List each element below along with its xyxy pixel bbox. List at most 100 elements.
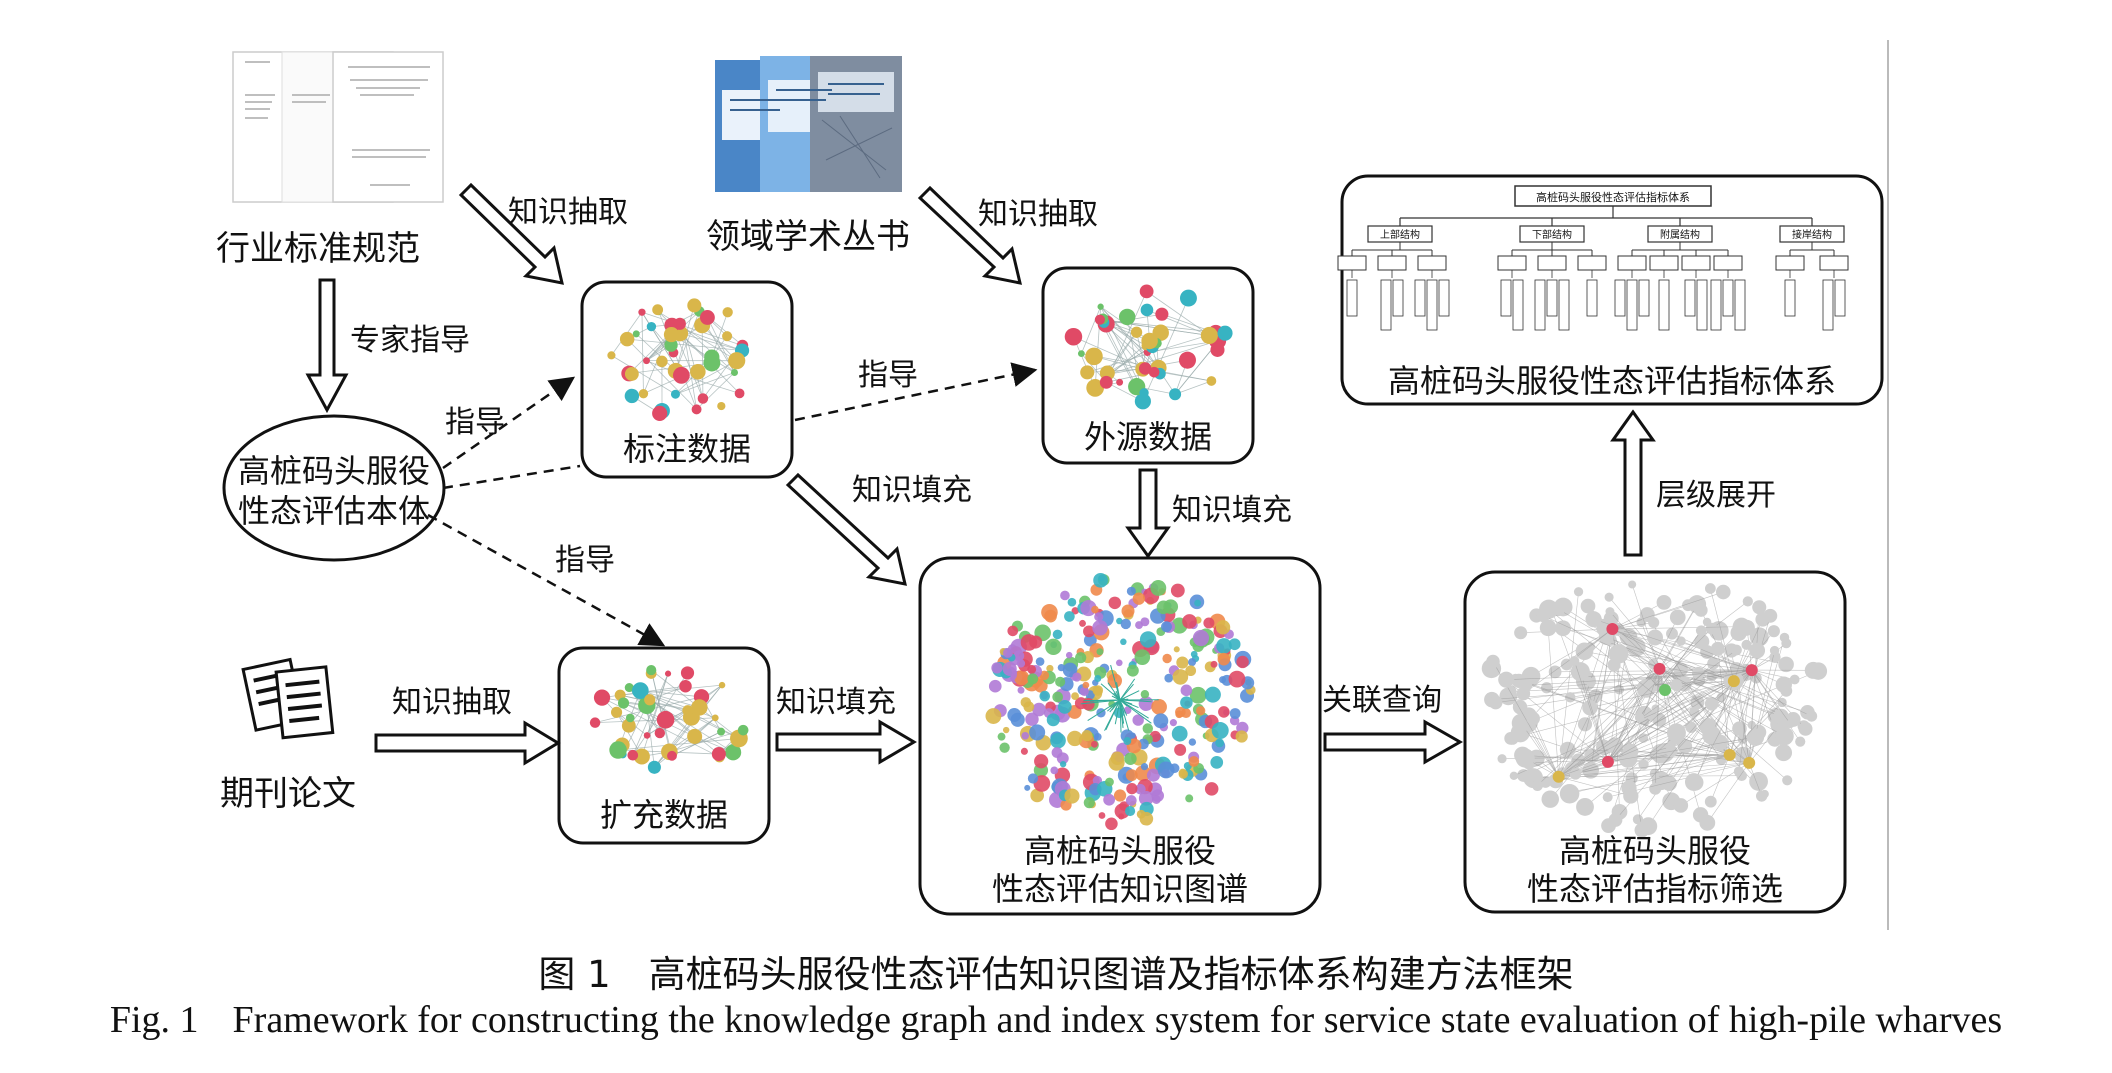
index-system-label: 高桩码头服役性态评估指标体系	[1388, 362, 1836, 400]
graph-node	[1215, 620, 1231, 635]
graph-node	[1217, 325, 1233, 341]
graph-node	[1151, 699, 1167, 715]
books-label: 领域学术丛书	[706, 217, 910, 257]
graph-node	[1071, 692, 1079, 701]
graph-node	[1059, 760, 1067, 768]
arrow-expanded-to-kg	[775, 719, 917, 765]
graph-node	[1605, 607, 1615, 617]
graph-node	[1795, 736, 1806, 747]
edge-expand-label: 层级展开	[1656, 478, 1776, 513]
graph-node	[1580, 598, 1596, 614]
index-screening-box: 高桩码头服役 性态评估指标筛选	[1463, 570, 1847, 914]
graph-node	[687, 728, 703, 744]
external-graph-image	[1064, 284, 1233, 410]
graph-node	[1743, 756, 1756, 769]
graph-node	[1136, 809, 1146, 819]
graph-node	[1164, 673, 1174, 683]
graph-node	[1653, 662, 1666, 675]
graph-node	[1622, 743, 1639, 760]
graph-node	[1559, 783, 1580, 804]
graph-node	[1536, 609, 1550, 623]
graph-node	[1034, 754, 1049, 769]
graph-node	[690, 364, 706, 380]
graph-node	[1188, 738, 1197, 746]
graph-node	[991, 662, 1003, 674]
graph-node	[1707, 657, 1720, 670]
graph-node	[1171, 725, 1188, 742]
graph-node	[711, 747, 726, 762]
graph-node	[682, 705, 694, 716]
graph-node	[1126, 783, 1138, 795]
graph-node	[1039, 670, 1050, 681]
caption-en-text: Framework for constructing the knowledge…	[232, 999, 2003, 1041]
ontology-line1: 高桩码头服役	[238, 452, 430, 490]
graph-node	[1175, 710, 1184, 719]
graph-node	[1065, 651, 1073, 659]
graph-node	[1051, 747, 1063, 758]
graph-node	[1050, 732, 1066, 749]
graph-node	[1094, 674, 1102, 683]
graph-node	[1780, 684, 1793, 697]
graph-node	[1741, 639, 1752, 650]
graph-node	[1229, 708, 1241, 719]
graph-node	[1138, 696, 1154, 711]
graph-node	[1204, 686, 1221, 703]
graph-node	[1210, 660, 1218, 668]
graph-node	[1081, 730, 1093, 742]
graph-node	[1003, 647, 1013, 658]
graph-node	[1172, 669, 1189, 685]
graph-node	[1093, 733, 1102, 741]
graph-node	[1118, 813, 1125, 820]
graph-node	[1046, 664, 1054, 673]
knowledge-graph-image	[985, 572, 1256, 831]
annotated-data-label: 标注数据	[623, 430, 751, 468]
graph-node	[985, 708, 1002, 724]
graph-node	[722, 307, 733, 318]
graph-node	[1520, 679, 1533, 692]
graph-node	[611, 706, 623, 718]
graph-node	[1123, 737, 1132, 746]
graph-node	[1153, 713, 1169, 729]
graph-node	[1002, 661, 1017, 676]
edge-query-label: 关联查询	[1322, 683, 1442, 718]
graph-node	[1027, 673, 1039, 685]
index-system-tree-image: 高桩码头服役性态评估指标体系上部结构下部结构附属结构接岸结构	[1337, 185, 1849, 331]
edge-fill2-label: 知识填充	[1172, 493, 1292, 528]
graph-node	[1548, 665, 1562, 679]
graph-node	[1110, 751, 1125, 765]
expanded-data-label: 扩充数据	[600, 796, 728, 834]
graph-node	[646, 321, 657, 332]
graph-node	[1746, 728, 1765, 746]
graph-node	[647, 760, 661, 774]
graph-node	[997, 732, 1006, 741]
graph-node	[624, 388, 640, 404]
dashed-arrow-annotated-to-external	[794, 362, 1038, 422]
graph-node	[1731, 644, 1742, 656]
graph-node	[1140, 303, 1154, 317]
graph-node	[1029, 635, 1043, 649]
graph-node	[1608, 644, 1629, 664]
graph-node	[1204, 782, 1219, 796]
graph-node	[625, 713, 635, 723]
graph-node	[1126, 664, 1139, 677]
graph-node	[1648, 616, 1660, 629]
graph-node	[1804, 661, 1822, 679]
graph-node	[1121, 604, 1135, 618]
graph-node	[1142, 723, 1154, 734]
graph-node	[1498, 671, 1515, 688]
graph-node	[1141, 332, 1158, 350]
graph-node	[1497, 754, 1507, 764]
graph-node	[1072, 672, 1082, 682]
graph-node	[632, 330, 640, 338]
edge-expert-label: 专家指导	[350, 323, 470, 358]
graph-node	[1752, 600, 1767, 615]
graph-node	[1486, 654, 1500, 669]
graph-node	[1216, 638, 1232, 654]
graph-node	[1189, 686, 1207, 704]
edge-fill3-label: 知识填充	[776, 685, 896, 720]
graph-node	[1052, 691, 1063, 703]
graph-node	[1020, 697, 1032, 708]
graph-node	[643, 357, 650, 365]
graph-node	[1203, 617, 1215, 629]
caption-cn-number: 图 1	[538, 953, 611, 996]
